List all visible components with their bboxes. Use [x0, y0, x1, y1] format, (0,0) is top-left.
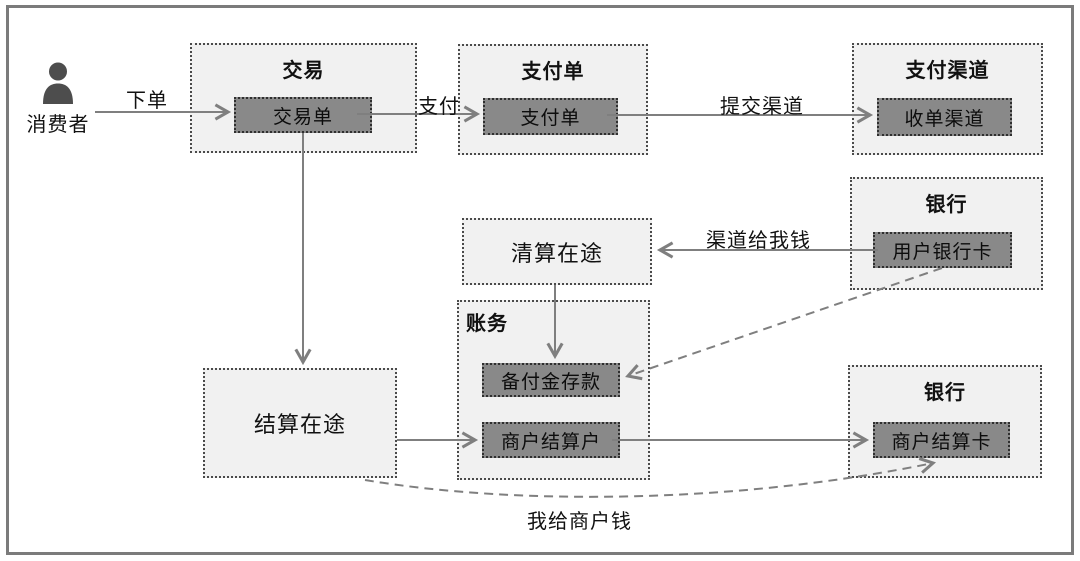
consumer-label: 消费者	[26, 114, 90, 136]
group-accounting-title: 账务	[466, 313, 508, 335]
group-channel-title: 支付渠道	[905, 60, 990, 82]
node-acquiring-channel: 收单渠道	[877, 98, 1012, 136]
person-icon	[43, 62, 73, 104]
consumer-actor: 消费者	[18, 62, 98, 137]
node-settlement-in-transit: 结算在途	[203, 368, 397, 478]
node-user-bank-card: 用户银行卡	[873, 232, 1012, 268]
edge-label-pay: 支付	[418, 96, 460, 118]
node-payment-order: 支付单	[483, 98, 618, 135]
edge-label-i-pay-merchant: 我给商户钱	[527, 511, 632, 533]
node-merchant-settle-card: 商户结算卡	[873, 422, 1010, 458]
group-trade-title: 交易	[282, 60, 325, 82]
edge-label-place-order: 下单	[126, 90, 168, 112]
group-bank-top-title: 银行	[925, 194, 968, 216]
group-bank-bottom-title: 银行	[924, 382, 966, 404]
edge-label-submit-channel: 提交渠道	[720, 96, 804, 118]
node-reserve-deposit: 备付金存款	[482, 363, 620, 397]
group-payment-title: 支付单	[521, 61, 585, 83]
node-clearing-in-transit: 清算在途	[462, 218, 652, 285]
node-trade-order: 交易单	[234, 97, 372, 133]
node-merchant-settle-account: 商户结算户	[482, 422, 620, 458]
edge-label-channel-pays-me: 渠道给我钱	[706, 230, 811, 252]
group-bank-bottom: 银行	[848, 365, 1042, 478]
